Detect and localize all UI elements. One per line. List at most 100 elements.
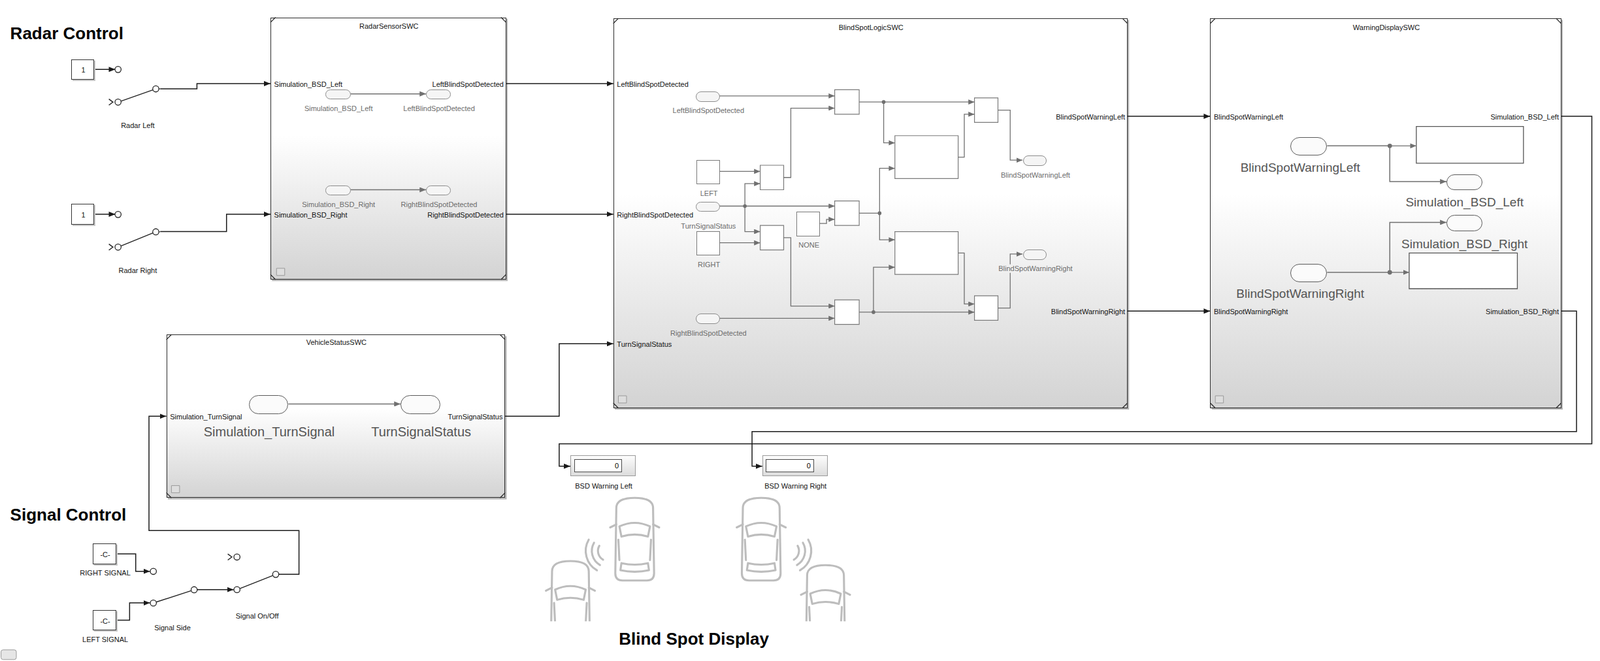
car-illustration	[546, 561, 596, 622]
car-illustration	[610, 497, 660, 581]
switch-block: Signal On/Off	[233, 552, 279, 596]
logic-wire	[719, 95, 835, 97]
signal-label: RightBlindSpotDetected	[669, 328, 749, 338]
logic-wire	[719, 171, 760, 172]
signal-line	[196, 589, 234, 591]
signal-label: Simulation_BSD_Right	[300, 199, 377, 209]
switch-lever	[121, 232, 154, 246]
switch-contact	[152, 85, 159, 92]
switch-contact	[272, 571, 279, 578]
signal-label: Simulation_BSD_Left	[1405, 195, 1524, 210]
block-fill	[166, 334, 506, 498]
signal-line	[559, 116, 1593, 467]
logic-wire	[998, 110, 1023, 161]
car-illustration	[799, 539, 811, 571]
switch-block: Radar Left	[114, 63, 161, 109]
signal-line	[148, 416, 300, 575]
switch-contact	[233, 586, 240, 593]
car-illustration	[546, 561, 596, 622]
signal-label: TurnSignalStatus	[371, 424, 472, 440]
switch-symbol	[114, 63, 161, 109]
block-label: RIGHT SIGNAL	[79, 569, 131, 578]
logic-block	[834, 299, 860, 325]
signal-line	[505, 343, 614, 417]
port-label: BlindSpotWarningLeft	[1213, 113, 1284, 122]
block-label: Radar Right	[118, 266, 157, 276]
logic-wire	[859, 101, 975, 103]
switch-block: Signal Side	[150, 566, 198, 610]
branch-dot	[871, 310, 876, 315]
switch-contact	[150, 599, 157, 606]
car-illustration	[591, 542, 601, 566]
car-illustration	[736, 497, 786, 581]
logic-block	[834, 201, 860, 226]
signal-label: Simulation_TurnSignal	[203, 424, 335, 440]
block-fill	[613, 18, 1128, 409]
software-component: VehicleStatusSWCSimulation_TurnSignalTur…	[166, 334, 506, 498]
block-type-icon	[618, 395, 626, 404]
logic-wire	[998, 254, 1023, 309]
switch-symbol	[150, 568, 198, 607]
section-label: Signal Control	[10, 505, 127, 526]
logic-wire	[719, 318, 835, 319]
car-illustration	[797, 542, 806, 566]
constant-block: -C-RIGHT SIGNAL	[92, 543, 117, 564]
block-type-icon	[276, 268, 285, 276]
port-block: TurnSignalStatus	[400, 395, 441, 414]
port-block: BlindSpotWarningLeft	[1290, 137, 1327, 156]
logic-block	[760, 225, 784, 250]
car-illustration	[793, 546, 800, 560]
connector-group	[94, 69, 1593, 621]
block-title: RadarSensorSWC	[359, 22, 419, 31]
switch-symbol	[109, 211, 161, 250]
logic-wire	[958, 252, 975, 304]
block-value: -C-	[99, 550, 110, 560]
port-block: BlindSpotWarningLeft	[1023, 155, 1047, 166]
block-type-icon	[1215, 395, 1224, 404]
signal-line	[94, 213, 116, 215]
signal-line	[350, 189, 427, 191]
signal-label: NONE	[797, 241, 821, 250]
block-label: Signal Side	[154, 623, 191, 632]
signal-label: BlindSpotWarningRight	[1236, 286, 1365, 302]
branch-dot	[742, 99, 886, 314]
logic-block	[895, 135, 959, 180]
switch-symbol	[227, 554, 279, 593]
port-block: Simulation_BSD_Left	[1446, 174, 1483, 191]
port-block: LeftBlindSpotDetected	[695, 91, 720, 102]
block-fill	[166, 17, 1562, 499]
logic-block	[760, 89, 999, 325]
switch-contact	[190, 586, 197, 593]
port-block: BlindSpotWarningRight	[1023, 249, 1047, 261]
signal-label: RIGHT	[696, 260, 722, 270]
car-illustration	[800, 565, 850, 622]
model-canvas	[1, 17, 1563, 660]
port-label: RightBlindSpotDetected	[427, 211, 504, 220]
logic-wire	[783, 108, 835, 178]
block-value: 1	[81, 65, 85, 75]
signal-label: LEFT	[699, 188, 720, 198]
port-block: Simulation_BSD_Right	[1446, 214, 1483, 232]
signal-label: LeftBlindSpotDetected	[671, 106, 746, 115]
block-corner-mark	[613, 18, 1128, 409]
block-corner-mark	[166, 334, 506, 498]
block-value: -C-	[99, 616, 110, 626]
constant-block: LEFT	[696, 160, 720, 185]
port-label: BlindSpotWarningRight	[1213, 307, 1288, 317]
block-title: WarningDisplaySWC	[1353, 22, 1420, 32]
port-label: RightBlindSpotDetected	[616, 211, 694, 220]
block-label: BSD Warning Right	[764, 482, 827, 491]
car-illustration	[546, 497, 850, 649]
display-block: 0BSD Warning Left	[570, 455, 636, 477]
port-label: Simulation_BSD_Right	[274, 211, 348, 220]
signal-line	[288, 403, 401, 406]
software-component: WarningDisplaySWCBlindSpotWarningLeftBli…	[1209, 18, 1561, 409]
block-corner-mark	[1209, 18, 1561, 409]
logic-block	[834, 89, 860, 114]
display-wire	[1389, 145, 1417, 147]
branch-dot	[742, 204, 747, 209]
block-label: LEFT SIGNAL	[82, 635, 129, 644]
switch-contact	[233, 554, 240, 560]
